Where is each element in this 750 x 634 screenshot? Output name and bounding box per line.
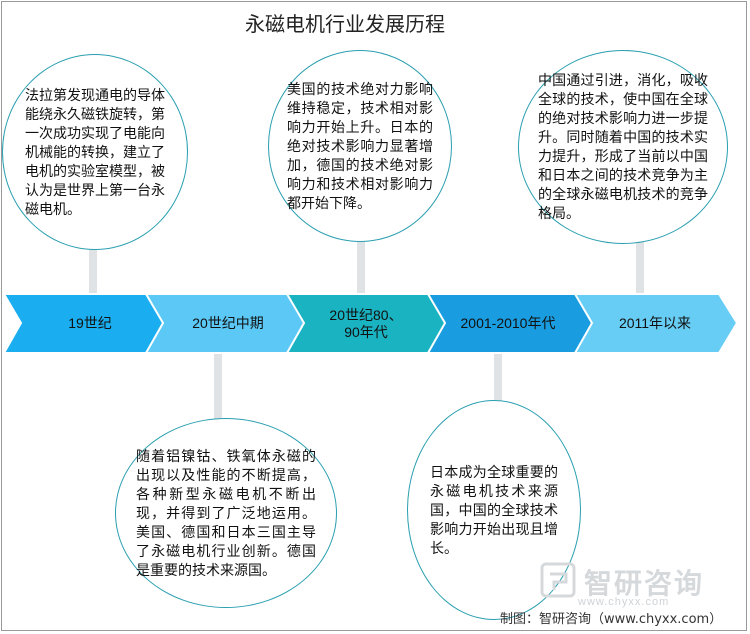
timeline-label-1: 19世纪 — [68, 315, 112, 331]
bubble-text: 美国的技术绝对力影响维持稳定，技术相对影响力开始上升。日本的绝对技术影响力显著增… — [287, 80, 433, 211]
bubble-19th-century: 法拉第发现通电的导体能绕永久磁铁旋转，第一次成功实现了电能向机械能的转换，建立了… — [2, 54, 188, 250]
bubble-2011-onward: 中国通过引进，消化，吸收全球的技术，使中国在全球的绝对技术影响力进一步提升。同时… — [518, 50, 728, 244]
connector-5 — [636, 240, 644, 294]
bubble-text: 随着铝镍钴、铁氧体永磁的出现以及性能的不断提高，各种新型永磁电机不断出现，并得到… — [136, 447, 316, 578]
connector-1 — [89, 246, 97, 294]
timeline-label-3: 20世纪80、90年代 — [329, 306, 403, 340]
watermark-name: 智研咨询 — [584, 568, 705, 599]
timeline-label-2: 20世纪中期 — [192, 315, 264, 331]
bubble-2001-2010: 日本成为全球重要的永磁电机技术来源国，中国的全球技术影响力开始出现且增长。 — [407, 400, 581, 620]
source-footer: 制图：智研咨询（www.chyxx.com） — [500, 612, 723, 627]
bubble-mid-20th-century: 随着铝镍钴、铁氧体永磁的出现以及性能的不断提高，各种新型永磁电机不断出现，并得到… — [115, 418, 337, 608]
timeline-label-5: 2011年以来 — [618, 315, 692, 331]
watermark-url: www.chyxx.com — [578, 596, 670, 608]
bubble-1980s-90s: 美国的技术绝对力影响维持稳定，技术相对影响力开始上升。日本的绝对技术影响力显著增… — [268, 50, 452, 242]
page-title: 永磁电机行业发展历程 — [245, 12, 445, 36]
connector-3 — [357, 238, 365, 294]
connector-4 — [494, 352, 502, 406]
connector-2 — [214, 352, 222, 424]
bubble-text: 中国通过引进，消化，吸收全球的技术，使中国在全球的绝对技术影响力进一步提升。同时… — [538, 72, 708, 221]
arrow-2011-onward — [573, 293, 739, 354]
watermark-logo-icon — [540, 562, 576, 598]
bubble-text: 法拉第发现通电的导体能绕永久磁铁旋转，第一次成功实现了电能向机械能的转换，建立了… — [25, 86, 165, 217]
timeline-label-4: 2001-2010年代 — [460, 315, 556, 331]
bubble-text: 日本成为全球重要的永磁电机技术来源国，中国的全球技术影响力开始出现且增长。 — [430, 463, 558, 556]
